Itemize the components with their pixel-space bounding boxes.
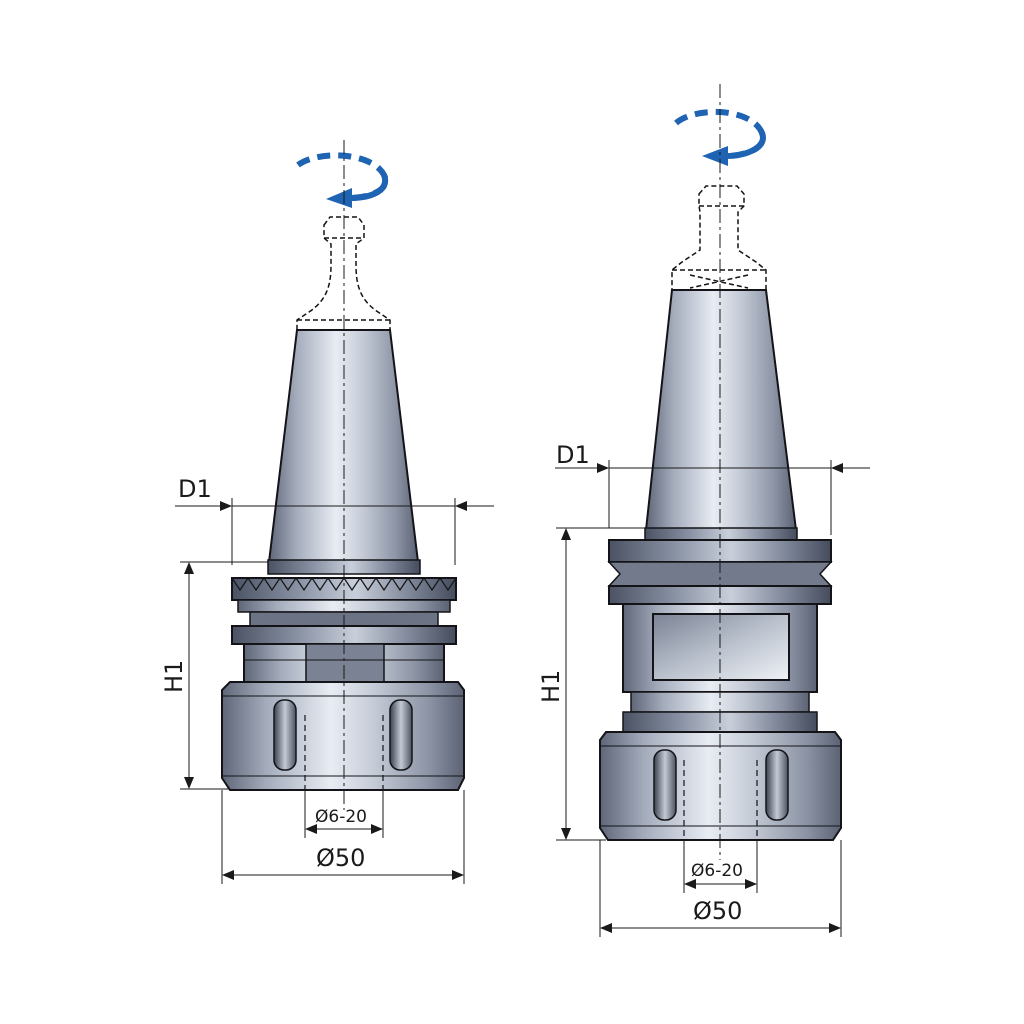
- label-d1: D1: [556, 441, 590, 469]
- label-outer: Ø50: [316, 844, 365, 872]
- dimension-outer: Ø50: [599, 840, 842, 937]
- pull-stud-outline: [296, 216, 391, 331]
- rotation-arrow-icon: [296, 152, 389, 208]
- label-h1: H1: [537, 670, 565, 703]
- dimension-d1: D1: [175, 475, 494, 565]
- cone-base-band: [644, 527, 798, 541]
- label-h1: H1: [160, 660, 188, 693]
- wrench-slot-left: [273, 699, 297, 771]
- dimension-h1: H1: [537, 527, 645, 841]
- pull-stud-outline: [671, 185, 767, 291]
- label-outer: Ø50: [693, 897, 742, 925]
- dimension-d1: D1: [555, 441, 870, 535]
- label-bore: Ø6-20: [691, 861, 743, 881]
- wrench-slot-left: [653, 749, 677, 821]
- holder-right: D1 H1 Ø6-20 Ø50: [537, 84, 870, 937]
- label-d1: D1: [178, 475, 212, 503]
- dimension-bore: Ø6-20: [683, 840, 758, 893]
- dimension-bore: Ø6-20: [304, 790, 384, 838]
- wrench-slot-right: [765, 749, 789, 821]
- label-bore: Ø6-20: [315, 807, 367, 827]
- window-panel: [652, 613, 790, 681]
- collet-nut: [221, 681, 465, 791]
- taper-cone: [644, 289, 798, 531]
- holder-left: D1 H1 Ø6-20 Ø50: [160, 140, 494, 884]
- wrench-slot-right: [389, 699, 413, 771]
- rotation-arrow-icon: [674, 108, 766, 166]
- dimension-h1: H1: [160, 561, 268, 790]
- dimension-outer: Ø50: [221, 790, 465, 884]
